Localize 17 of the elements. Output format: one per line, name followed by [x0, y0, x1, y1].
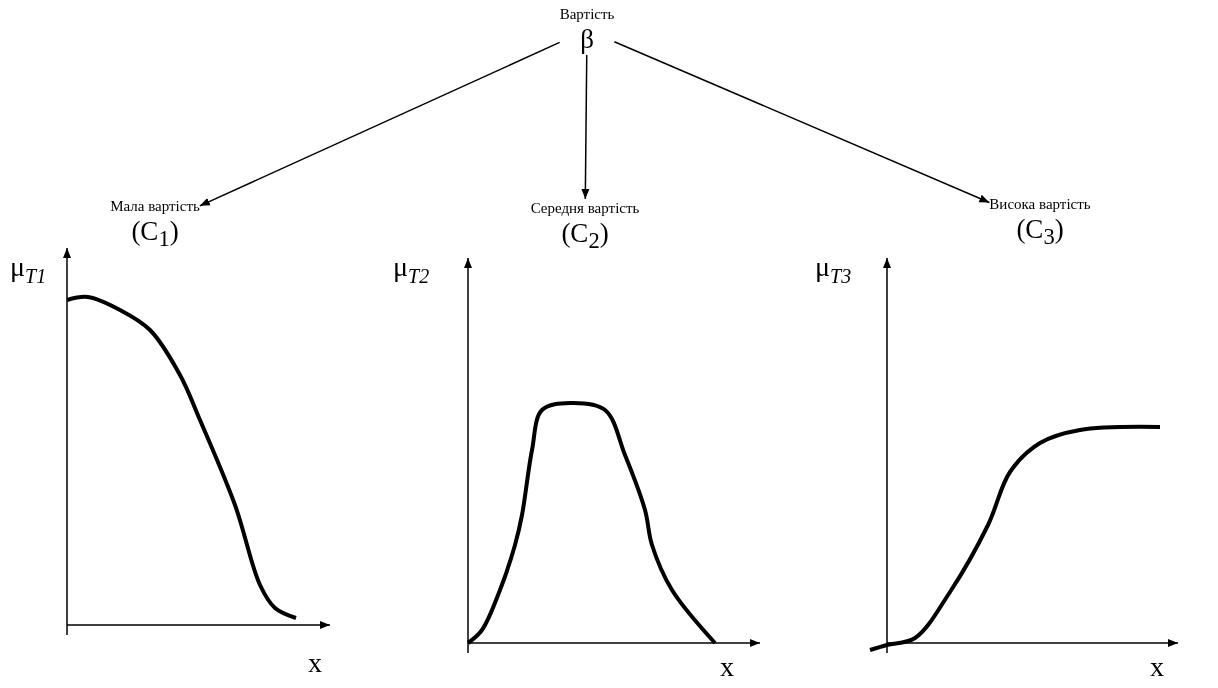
axis-label: μ$_{T3}$	[815, 252, 852, 289]
node-symbol: (C$_{2}$)	[560, 217, 610, 256]
node-label: Вартість	[559, 5, 615, 23]
node-symbol: β	[579, 23, 595, 55]
axis-label: x	[720, 652, 734, 682]
node-label: Мала вартість	[110, 197, 200, 215]
node-label: Середня вартість	[530, 199, 640, 217]
axis-label: x	[308, 648, 322, 678]
node-symbol: (C$_{1}$)	[130, 215, 180, 254]
arrow	[581, 54, 590, 200]
node-label: Висока вартість	[989, 195, 1091, 213]
arrow	[613, 41, 991, 204]
axis-label: x	[1150, 652, 1164, 682]
axis-label: μ$_{T1}$	[10, 252, 47, 289]
node-symbol: (C$_{3}$)	[1015, 213, 1065, 252]
arrow	[199, 41, 561, 207]
axis-label: μ$_{T2}$	[393, 252, 430, 289]
